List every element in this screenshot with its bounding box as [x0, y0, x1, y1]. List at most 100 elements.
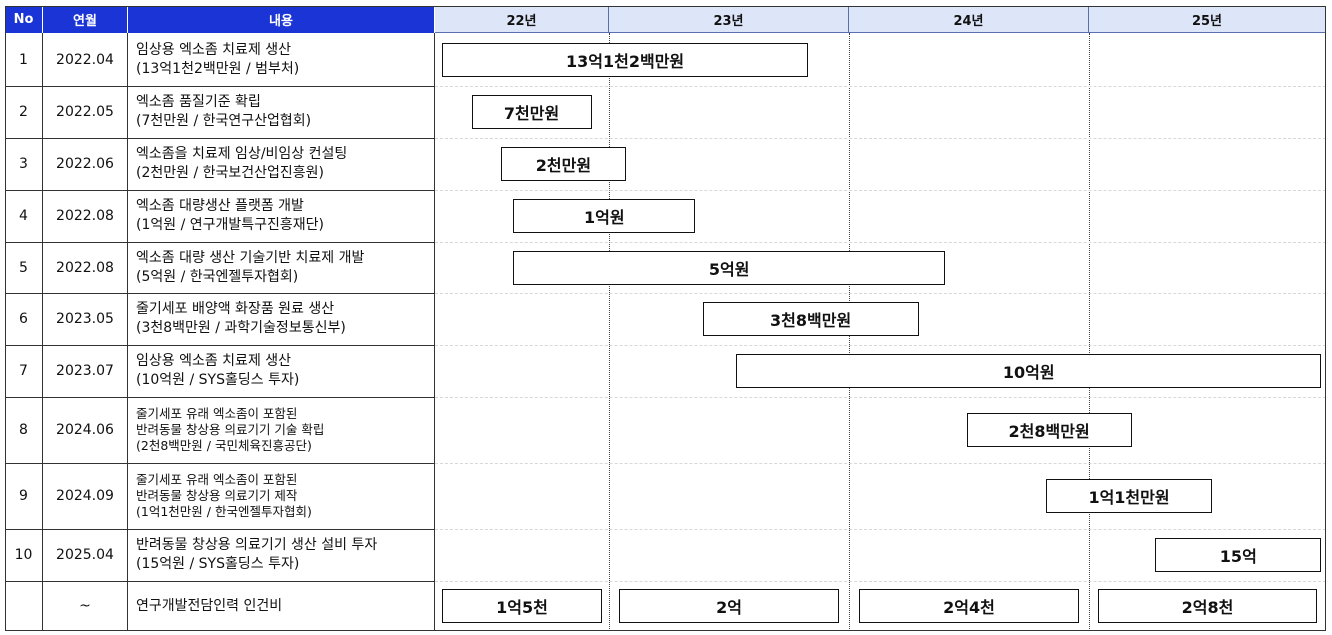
row-date: 2022.05	[43, 86, 128, 138]
description-line: 엑소좀 대량생산 플랫폼 개발	[136, 198, 304, 215]
description-line: 줄기세포 배양액 화장품 원료 생산	[136, 301, 335, 318]
row-gridline	[435, 242, 1326, 243]
description-text: 엑소좀 품질기준 확립 (7천만원 / 한국연구산업협회)	[136, 93, 311, 131]
row-description: 줄기세포 배양액 화장품 원료 생산(3천8백만원 / 과학기술정보통신부)	[128, 293, 435, 345]
funding-bar: 5억원	[513, 250, 945, 285]
description-line: 반려동물 창상용 의료기기 생산 설비 투자	[136, 537, 378, 554]
row-date: 2022.06	[43, 138, 128, 190]
row-description: 엑소좀 품질기준 확립 (7천만원 / 한국연구산업협회)	[128, 86, 435, 138]
header-no: No	[5, 6, 43, 33]
header-year-4: 25년	[1089, 6, 1326, 33]
row-divider	[5, 463, 435, 464]
funding-bar: 7천만원	[471, 95, 592, 129]
row-number: 9	[5, 463, 43, 529]
funding-bar: 3천8백만원	[702, 302, 919, 336]
funding-bar: 1억5천	[441, 589, 603, 623]
description-line: (13억1천2백만원 / 범부처)	[136, 60, 300, 77]
row-number: 8	[5, 397, 43, 463]
row-divider	[5, 138, 435, 139]
description-text: 임상용 엑소좀 치료제 생산 (13억1천2백만원 / 범부처)	[136, 41, 299, 79]
row-divider	[5, 242, 435, 243]
description-line: (1억원 / 연구개발특구진흥재단)	[136, 217, 325, 233]
row-divider	[5, 345, 435, 346]
row-date: 2023.05	[43, 293, 128, 345]
row-date: ~	[43, 581, 128, 631]
description-line: (10억원 / SYS홀딩스 투자)	[136, 372, 300, 388]
row-date: 2022.08	[43, 242, 128, 293]
description-line: 줄기세포 유래 엑소좀이 포함된	[136, 471, 298, 487]
row-gridline	[435, 138, 1326, 139]
row-number: 7	[5, 345, 43, 397]
row-number: 4	[5, 190, 43, 242]
funding-bar: 1억1천만원	[1045, 479, 1213, 513]
row-gridline	[435, 345, 1326, 346]
row-number: 1	[5, 33, 43, 86]
row-description: 임상용 엑소좀 치료제 생산 (10억원 / SYS홀딩스 투자)	[128, 345, 435, 397]
row-date: 2024.06	[43, 397, 128, 463]
description-text: 반려동물 창상용 의료기기 생산 설비 투자 (15억원 / SYS홀딩스 투자)	[136, 536, 377, 574]
row-gridline	[435, 293, 1326, 294]
row-divider	[5, 581, 435, 582]
description-line: 임상용 엑소좀 치료제 생산	[136, 353, 292, 370]
description-line: 줄기세포 유래 엑소좀이 포함된	[136, 405, 298, 421]
funding-bar: 2억8천	[1098, 589, 1317, 623]
row-gridline	[435, 86, 1326, 87]
row-date: 2025.04	[43, 529, 128, 581]
header-date: 연월	[43, 6, 128, 33]
description-line: 엑소좀 품질기준 확립	[136, 94, 261, 111]
row-date: 2022.04	[43, 33, 128, 86]
header-year-1: 22년	[435, 6, 609, 33]
row-gridline	[435, 581, 1326, 582]
row-divider	[5, 190, 435, 191]
description-line: 연구개발전담인력 인건비	[136, 597, 283, 614]
funding-bar: 2억	[618, 589, 840, 623]
row-number: 2	[5, 86, 43, 138]
description-line: (15억원 / SYS홀딩스 투자)	[136, 556, 300, 572]
description-text: 줄기세포 배양액 화장품 원료 생산(3천8백만원 / 과학기술정보통신부)	[136, 300, 346, 338]
description-text: 임상용 엑소좀 치료제 생산 (10억원 / SYS홀딩스 투자)	[136, 352, 299, 390]
row-number: 3	[5, 138, 43, 190]
description-text: 엑소좀을 치료제 임상/비임상 컨설팅 (2천만원 / 한국보건산업진흥원)	[136, 145, 347, 183]
funding-bar: 1억원	[513, 199, 696, 233]
row-divider	[5, 293, 435, 294]
header-year-3: 24년	[849, 6, 1089, 33]
row-number: 6	[5, 293, 43, 345]
description-line: (2천8백만원 / 국민체육진흥공단)	[136, 438, 312, 454]
row-number: 5	[5, 242, 43, 293]
description-line: 엑소좀 대량 생산 기술기반 치료제 개발	[136, 249, 365, 266]
description-line: 임상용 엑소좀 치료제 생산	[136, 41, 292, 58]
description-text: 엑소좀 대량 생산 기술기반 치료제 개발 (5억원 / 한국엔젤투자협회)	[136, 249, 364, 287]
row-number: 10	[5, 529, 43, 581]
row-gridline	[435, 397, 1326, 398]
funding-bar: 13억1천2백만원	[441, 42, 809, 77]
row-divider	[5, 397, 435, 398]
funding-bar: 2억4천	[858, 589, 1080, 623]
header-content: 내용	[128, 6, 435, 33]
row-gridline	[435, 190, 1326, 191]
description-line: (2천만원 / 한국보건산업진흥원)	[136, 165, 325, 181]
description-line: (1억1천만원 / 한국엔젤투자협회)	[136, 504, 312, 520]
row-description: 엑소좀을 치료제 임상/비임상 컨설팅 (2천만원 / 한국보건산업진흥원)	[128, 138, 435, 190]
description-line: (5억원 / 한국엔젤투자협회)	[136, 268, 299, 285]
description-line: 반려동물 창상용 의료기기 기술 확립	[136, 421, 325, 437]
row-description: 연구개발전담인력 인건비	[128, 581, 435, 631]
description-line: (7천만원 / 한국연구산업협회)	[136, 113, 312, 129]
row-description: 엑소좀 대량 생산 기술기반 치료제 개발 (5억원 / 한국엔젤투자협회)	[128, 242, 435, 293]
funding-bar: 15억	[1155, 538, 1322, 572]
row-divider	[5, 86, 435, 87]
row-description: 반려동물 창상용 의료기기 생산 설비 투자 (15억원 / SYS홀딩스 투자)	[128, 529, 435, 581]
row-description: 엑소좀 대량생산 플랫폼 개발 (1억원 / 연구개발특구진흥재단)	[128, 190, 435, 242]
description-text: 엑소좀 대량생산 플랫폼 개발 (1억원 / 연구개발특구진흥재단)	[136, 197, 324, 235]
description-text: 연구개발전담인력 인건비	[136, 597, 282, 616]
row-gridline	[435, 529, 1326, 530]
year-divider	[1089, 33, 1090, 631]
row-description: 임상용 엑소좀 치료제 생산 (13억1천2백만원 / 범부처)	[128, 33, 435, 86]
description-line: 엑소좀을 치료제 임상/비임상 컨설팅	[136, 146, 348, 163]
funding-bar: 10억원	[736, 354, 1322, 388]
row-date: 2024.09	[43, 463, 128, 529]
row-gridline	[435, 463, 1326, 464]
